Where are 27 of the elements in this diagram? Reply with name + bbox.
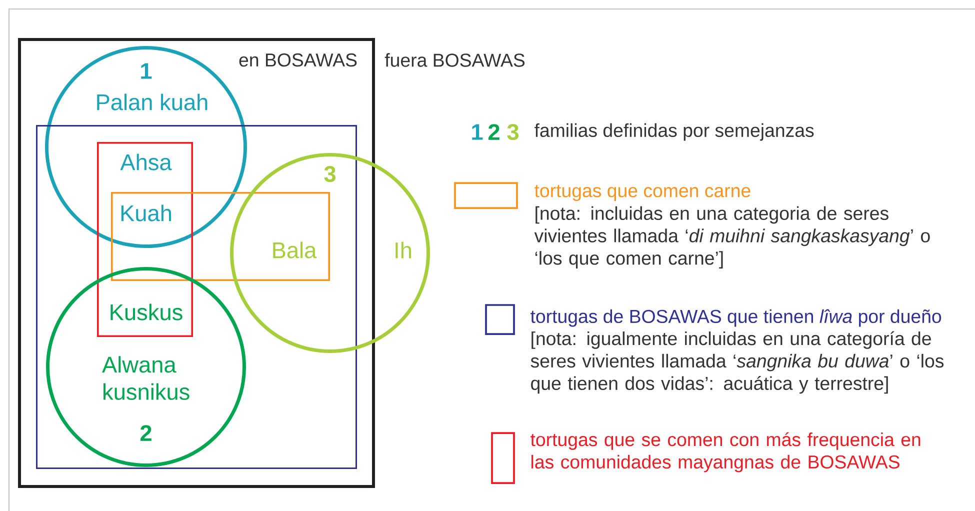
note-text: [nota: incluidas en una categoria de seres vivientes llamada ‘di muihni sangkaskasyang’ o ‘los que comen carne’] bbox=[534, 206, 930, 268]
category-frame bbox=[36, 125, 357, 469]
species-name: Kuah bbox=[121, 204, 171, 222]
region-label: en BOSAWAS bbox=[239, 53, 357, 67]
species-name: Palan kuah bbox=[97, 94, 208, 110]
legend-text: familias definidas por semejanzas bbox=[534, 123, 814, 141]
legend-text: tortugas que comen carne bbox=[534, 185, 750, 201]
group-number: 1 bbox=[472, 124, 483, 140]
group-number: 3 bbox=[324, 166, 336, 182]
species-name: Alwana kusnikus bbox=[102, 356, 190, 400]
group-number: 1 bbox=[141, 63, 152, 79]
legend-text: tortugas que se comen con más frequencia en las comunidades mayangnas de BOSAWAS bbox=[530, 432, 920, 472]
category-frame bbox=[111, 192, 330, 281]
group-number: 2 bbox=[140, 425, 152, 441]
region-frame bbox=[18, 38, 375, 488]
species-name: Ih bbox=[396, 242, 411, 258]
species-name: Bala bbox=[273, 242, 317, 258]
species-name: Ahsa bbox=[120, 154, 172, 170]
family-circle bbox=[230, 153, 430, 353]
legend-text: tortugas de BOSAWAS que tienen lîwa por dueño bbox=[530, 309, 942, 327]
species-name: Kuskus bbox=[110, 304, 182, 320]
category-frame bbox=[97, 142, 193, 337]
note-text: [nota: igualmente incluidas en una categoría de seres vivientes llamada ‘sangnika bu duwa’ o ‘los que tienen dos vidas’: acuática y terrestre] bbox=[530, 331, 944, 394]
family-circle bbox=[46, 267, 246, 467]
group-number: 3 bbox=[507, 124, 518, 140]
group-number: 2 bbox=[488, 124, 500, 140]
region-label: fuera BOSAWAS bbox=[384, 53, 525, 67]
